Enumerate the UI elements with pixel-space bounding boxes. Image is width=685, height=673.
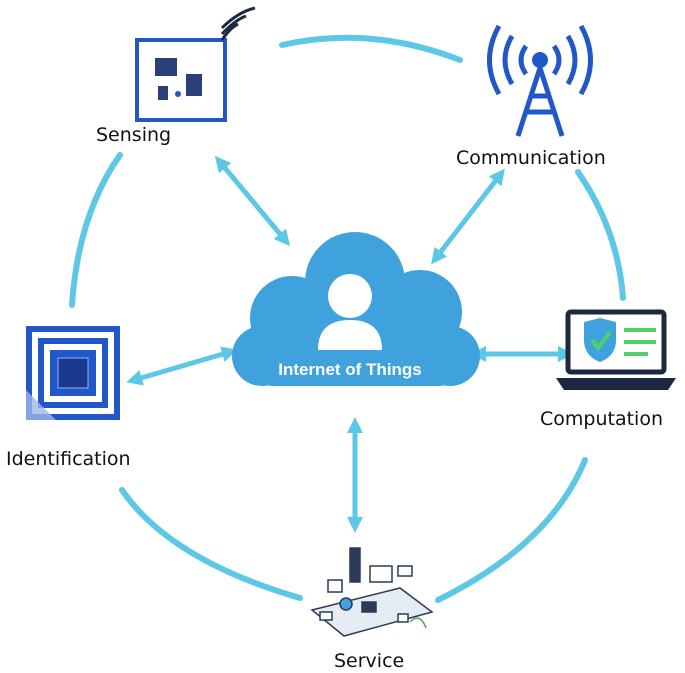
outer-ring	[69, 34, 626, 603]
user-icon	[318, 274, 382, 350]
label-identification: Identification	[6, 448, 131, 470]
label-service: Service	[334, 650, 405, 672]
label-communication: Communication	[456, 147, 606, 169]
arrow-communication	[431, 168, 505, 265]
rfid-tag-icon	[26, 326, 120, 420]
ring-arc-communication-computation	[575, 169, 626, 301]
label-computation: Computation	[540, 408, 663, 430]
label-sensing: Sensing	[96, 124, 172, 146]
arrow-identification	[126, 346, 238, 386]
cloud-label: Internet of Things	[278, 360, 422, 379]
arrows	[126, 155, 575, 534]
signal-waves-icon	[220, 22, 239, 41]
cloud-icon	[232, 232, 480, 386]
ring-arc-sensing-communication	[279, 34, 463, 63]
sensor-board-icon	[135, 6, 256, 122]
arrow-sensing	[214, 155, 291, 247]
antenna-tower-icon	[487, 24, 593, 137]
connected-devices-icon	[310, 547, 434, 637]
ring-arc-identification-sensing	[69, 152, 123, 308]
ring-arc-computation-service	[435, 457, 588, 603]
laptop-shield-icon	[556, 309, 676, 390]
ring-arc-service-identification	[119, 487, 303, 601]
